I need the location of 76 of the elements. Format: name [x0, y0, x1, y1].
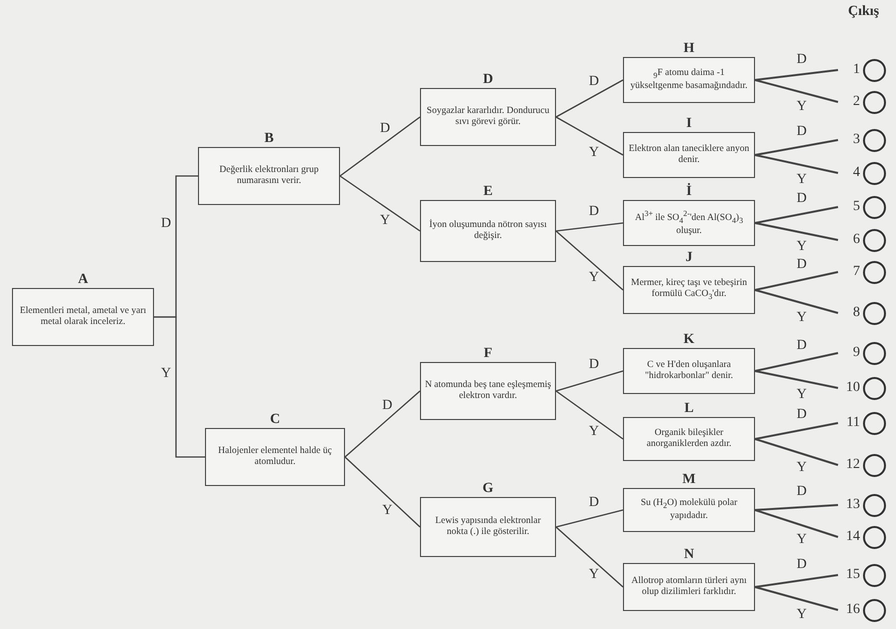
statement-text: Halojenler elementel halde üç atomludur.: [217, 446, 333, 468]
box-letter: I: [685, 116, 693, 131]
branch-line: [556, 222, 624, 232]
statement-text: Elektron alan taneciklere anyon denir.: [628, 144, 750, 166]
exit-number: 9: [852, 345, 860, 361]
exit-number: 8: [852, 305, 860, 321]
exit-number: 2: [852, 94, 860, 110]
exit-number: 16: [845, 602, 860, 618]
branch-line: [754, 509, 838, 538]
branch-line: [754, 79, 838, 103]
branch-line: [340, 116, 420, 177]
branch-line: [754, 139, 838, 156]
statement-text: Lewis yapısında elektronlar nokta (.) ile gösterilir.: [434, 516, 542, 538]
box-letter: İ: [685, 184, 693, 199]
statement-text: Al$^{3+}$ ile SO$_{4}$$^{2-}$'den Al(SO$_{4}$)$_{3}$ oluşur.: [634, 210, 744, 236]
statement-text: Mermer, kireç taşı ve tebeşirin formülü CaCO$_{3}$'dır.: [630, 278, 748, 302]
branch-line: [754, 574, 838, 588]
branch-line: [344, 390, 420, 458]
box-letter: D: [482, 72, 494, 87]
branch-line: [754, 586, 838, 611]
column-heading: Çıkış: [848, 4, 880, 20]
branch-line: [754, 69, 838, 81]
statement-text: C ve H'den oluşanlara "hidrokarbonlar" denir.: [644, 360, 734, 382]
box-letter: F: [482, 346, 494, 361]
exit-number: 6: [852, 232, 860, 248]
box-letter: A: [76, 272, 90, 287]
statement-text: Elementleri metal, ametal ve yarı metal olarak inceleriz.: [18, 306, 148, 328]
statement-text: Değerlik elektronları grup numarasını verir.: [218, 165, 320, 187]
box-letter: M: [681, 472, 697, 487]
exit-number: 1: [852, 62, 860, 78]
branch-line: [754, 352, 838, 372]
box-letter: K: [682, 332, 696, 347]
branch-line: [556, 116, 624, 156]
exit-number: 5: [852, 199, 860, 215]
branch-line: [754, 504, 838, 511]
statement-text: Su (H$_{2}$O) molekülü polar yapıdadır.: [640, 498, 738, 522]
branch-line: [754, 422, 838, 440]
branch-line: [556, 370, 624, 392]
branch-line: [754, 370, 838, 389]
exit-number: 11: [846, 415, 860, 431]
statement-text: Organik bileşikler anorganiklerden azdır.: [646, 428, 732, 450]
branch-line: [556, 230, 624, 290]
exit-number: 4: [852, 165, 860, 181]
branch-line: [754, 289, 838, 314]
box-letter: N: [682, 547, 696, 562]
branch-line: [154, 316, 205, 458]
exit-number: 15: [845, 567, 860, 583]
branch-line: [340, 175, 420, 232]
exit-number: 13: [845, 497, 860, 513]
box-letter: J: [684, 250, 694, 265]
branch-line: [754, 154, 838, 174]
branch-line: [556, 390, 624, 440]
exit-number: 14: [845, 529, 860, 545]
statement-text: $_{9}$F atomu daima -1 yükseltgenme basamağındadır.: [629, 68, 749, 92]
branch-line: [754, 206, 838, 224]
branch-line: [754, 438, 838, 466]
branch-line: [754, 271, 838, 291]
box-letter: G: [482, 481, 494, 496]
box-letter: E: [482, 184, 494, 199]
exit-number: 7: [852, 264, 860, 280]
branch-line: [556, 79, 624, 118]
statement-text: Allotrop atomların türleri aynı olup dizilimleri farklıdır.: [630, 576, 748, 598]
exit-number: 12: [845, 457, 860, 473]
exit-number: 10: [845, 380, 860, 396]
branch-line: [556, 509, 624, 528]
box-letter: B: [263, 131, 275, 146]
box-letter: L: [683, 401, 695, 416]
box-letter: C: [268, 412, 282, 427]
exit-number: 3: [852, 132, 860, 148]
branch-line: [344, 456, 420, 528]
branch-line: [556, 526, 624, 588]
branch-line: [754, 222, 838, 241]
statement-text: N atomunda beş tane eşleşmemiş elektron vardır.: [424, 380, 552, 402]
box-letter: H: [682, 41, 696, 56]
statement-text: Soygazlar kararlıdır. Dondurucu sıvı görevi görür.: [426, 106, 550, 128]
statement-text: İyon oluşumunda nötron sayısı değişir.: [428, 220, 548, 242]
